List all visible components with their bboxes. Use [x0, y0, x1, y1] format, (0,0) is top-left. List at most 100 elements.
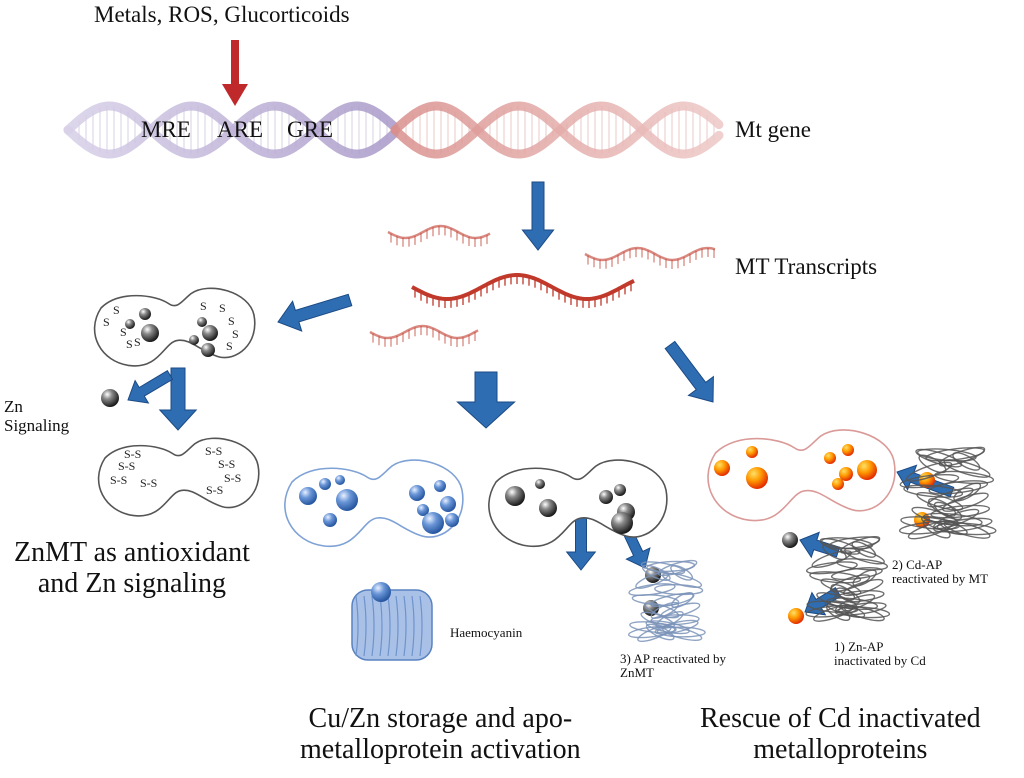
flow-arrow	[277, 293, 353, 332]
cu-ion	[323, 513, 337, 527]
protein-helix	[899, 473, 960, 489]
flow-arrow	[521, 181, 555, 251]
dna-strand	[390, 101, 724, 159]
sulfur-label: S-S	[224, 471, 241, 485]
zn-ap-structure	[805, 535, 891, 622]
protein-helix	[641, 564, 671, 581]
sulfur-label: S	[120, 325, 127, 339]
gre-label: GRE	[287, 117, 333, 142]
mre-label: MRE	[141, 117, 191, 142]
haemocyanin-strand	[355, 595, 359, 657]
protein-helix	[670, 564, 694, 581]
middle-caption: Cu/Zn storage and apo- metalloprotein ac…	[300, 703, 581, 765]
haemocyanin-structure	[351, 582, 433, 661]
zn-ion	[782, 532, 798, 548]
flow-arrow	[456, 371, 516, 429]
sulfur-label: S	[134, 335, 141, 349]
cu-ion	[335, 475, 345, 485]
haemocyanin-strand	[371, 595, 375, 657]
cd-ion	[746, 446, 758, 458]
sulfur-label: S-S	[110, 473, 127, 487]
protein-helix	[811, 550, 852, 569]
mt-gene-label: Mt gene	[735, 117, 812, 142]
protein-helix	[646, 560, 696, 573]
sulfur-label: S	[232, 327, 239, 341]
cd-ap-label: 2) Cd-AP reactivated by MT	[892, 557, 989, 587]
zn-signaling-label: Zn Signaling	[4, 397, 70, 435]
flow-arrow	[158, 367, 198, 431]
protein-helix	[844, 547, 885, 565]
ap-reactivated-structure	[627, 559, 706, 643]
zn-ion	[202, 325, 218, 341]
cu-ion	[409, 485, 425, 501]
zn-ion	[141, 324, 159, 342]
haemocyanin-strand	[411, 595, 415, 657]
sulfur-label: S	[226, 339, 233, 353]
cu-ion	[371, 582, 391, 602]
protein-helix	[654, 619, 699, 635]
protein-helix	[916, 492, 964, 511]
zn-ion	[539, 499, 557, 517]
protein-helix	[933, 517, 993, 533]
protein-helix	[806, 600, 859, 614]
protein-helix	[820, 578, 862, 596]
sulfur-label: S-S	[118, 459, 135, 473]
cu-ion	[445, 513, 459, 527]
protein-helix	[834, 602, 887, 616]
sulfur-label: S	[126, 337, 133, 351]
dna-strand	[63, 101, 399, 159]
zn-ion	[611, 512, 633, 534]
zn-ion	[201, 343, 215, 357]
protein-helix	[936, 522, 997, 536]
zn-ion	[535, 479, 545, 489]
protein-helix	[918, 454, 947, 474]
protein-helix	[953, 482, 982, 502]
zn-ion	[505, 486, 525, 506]
protein-structures	[351, 446, 997, 661]
cd-ion	[824, 452, 836, 464]
mt-transcripts	[369, 224, 716, 347]
sulfur-label: S-S	[205, 444, 222, 458]
cu-ion	[299, 487, 317, 505]
cd-ion	[839, 467, 853, 481]
cu-ion	[336, 489, 358, 511]
protein-helix	[843, 605, 885, 622]
sulfur-label: S	[113, 303, 120, 317]
protein-helix	[662, 626, 703, 642]
sulfur-label: S-S	[218, 457, 235, 471]
inducer-arrow	[222, 40, 248, 106]
zn-ap-label: 1) Zn-AP inactivated by Cd	[834, 639, 926, 669]
sulfur-label: S-S	[124, 447, 141, 461]
cu-ion	[417, 504, 429, 516]
cd-ap-structure	[898, 446, 997, 540]
haemocyanin-strand	[387, 595, 391, 657]
protein-helix	[629, 621, 677, 634]
flow-arrow	[127, 370, 174, 404]
protein-helix	[943, 520, 991, 539]
mt-protein-outline	[93, 287, 256, 367]
cd-ion	[746, 467, 768, 489]
protein-helix	[819, 538, 861, 555]
protein-helix	[820, 537, 874, 550]
haemocyanin-strand	[419, 595, 423, 657]
protein-helix	[903, 484, 964, 498]
protein-helix	[930, 504, 991, 519]
protein-helix	[631, 594, 680, 606]
sulfur-label: S	[219, 301, 226, 315]
sulfur-label: S-S	[206, 483, 223, 497]
protein-helix	[933, 508, 980, 530]
protein-helix	[644, 602, 680, 619]
sulfur-label: S-S	[140, 476, 157, 490]
mt-gene-promoter-region	[63, 101, 399, 159]
mt-transcripts-label: MT Transcripts	[735, 254, 878, 279]
haemocyanin-body	[351, 589, 433, 661]
haemocyanin-strand	[395, 595, 399, 657]
protein-helix	[900, 516, 960, 530]
zn-ion	[614, 484, 626, 496]
protein-helix	[933, 501, 963, 521]
cu-ion	[440, 496, 456, 512]
cd-ion	[788, 608, 804, 624]
